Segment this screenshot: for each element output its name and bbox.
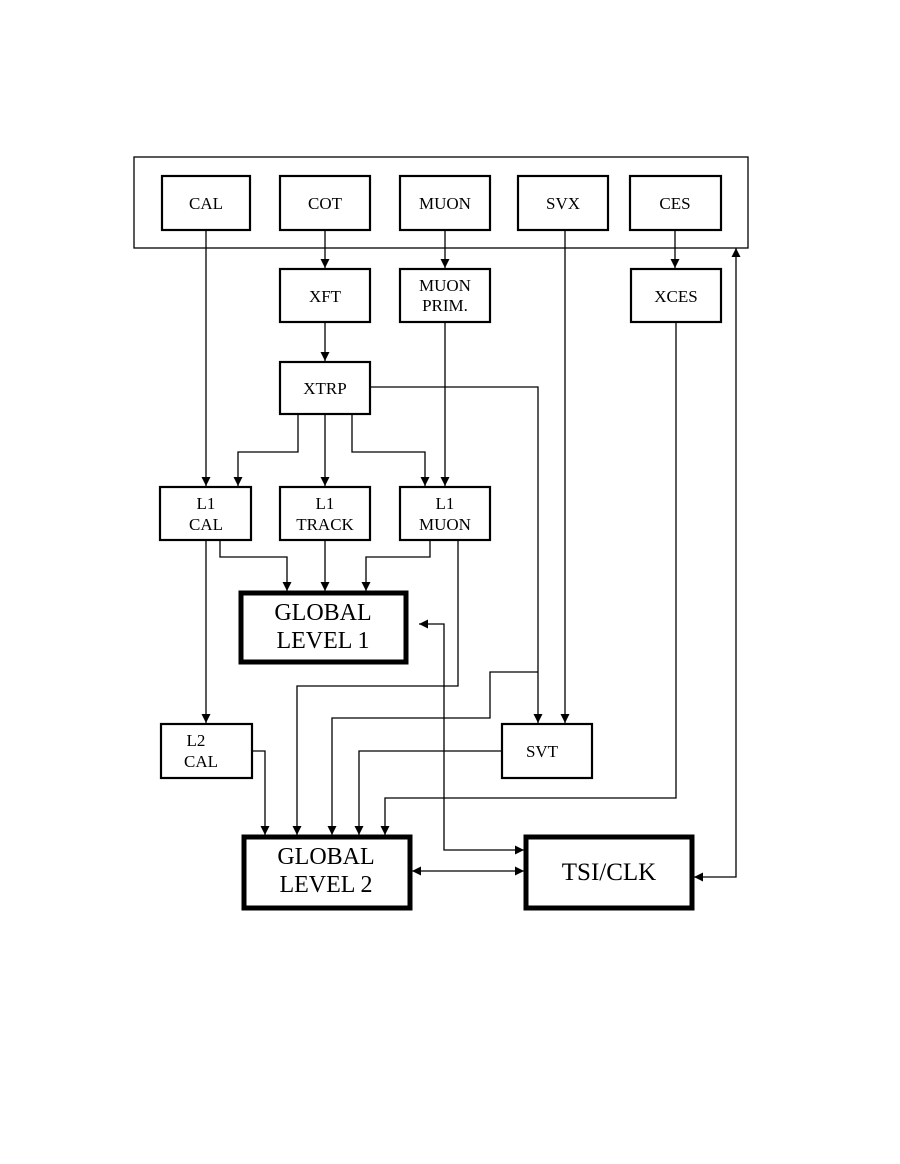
arrow-l1muon-to-gl2 (292, 540, 459, 835)
l1-track-line2: TRACK (296, 515, 354, 534)
arrow-svt-to-gl2 (354, 750, 502, 835)
xces-box: XCES (629, 267, 723, 324)
l2-cal-box: L2 CAL (159, 722, 254, 780)
global-level-2-line1: GLOBAL (277, 844, 374, 870)
tsi-clk-label: TSI/CLK (562, 859, 656, 886)
global-level-2-box: GLOBAL LEVEL 2 (241, 834, 413, 911)
global-level-2-line2: LEVEL 2 (279, 872, 372, 898)
arrow-xces-to-gl2 (380, 322, 677, 835)
detector-muon-box: MUON (398, 174, 492, 232)
xft-label: XFT (309, 287, 342, 306)
arrow-l1cal-to-gl1 (219, 540, 292, 591)
muon-prim-box: MUON PRIM. (398, 267, 492, 324)
arrow-detectors-tsiclk (694, 248, 741, 882)
l1-muon-box: L1 MUON (398, 485, 492, 542)
arrow-l2cal-to-gl2 (252, 750, 270, 835)
l1-muon-line1: L1 (436, 494, 455, 513)
connections (201, 230, 741, 882)
l1-muon-line2: MUON (419, 515, 471, 534)
svt-label: SVT (526, 742, 559, 761)
l1-track-line1: L1 (316, 494, 335, 513)
xft-box: XFT (278, 267, 372, 324)
detector-muon-label: MUON (419, 194, 471, 213)
l1-cal-line1: L1 (197, 494, 216, 513)
l1-cal-line2: CAL (189, 515, 223, 534)
detector-svx-label: SVX (546, 194, 580, 213)
detector-ces-box: CES (628, 174, 723, 232)
arrow-l1muon-to-gl1 (361, 540, 431, 591)
muon-prim-line2: PRIM. (422, 296, 468, 315)
l2-cal-line2: CAL (184, 752, 218, 771)
global-level-1-line2: LEVEL 1 (276, 628, 369, 654)
global-level-1-box: GLOBAL LEVEL 1 (238, 590, 409, 665)
detector-cot-label: COT (308, 194, 343, 213)
arrow-xtrp-to-l1muon (351, 414, 430, 486)
muon-prim-line1: MUON (419, 276, 471, 295)
detector-cal-label: CAL (189, 194, 223, 213)
l1-cal-box: L1 CAL (158, 485, 253, 542)
detector-ces-label: CES (659, 194, 690, 213)
arrow-xtrp-to-svt (370, 386, 543, 723)
tsi-clk-box: TSI/CLK (523, 834, 695, 911)
arrow-xtrp-to-l1cal (233, 414, 299, 486)
detector-svx-box: SVX (516, 174, 610, 232)
l2-cal-line1: L2 (187, 731, 206, 750)
xtrp-box: XTRP (278, 360, 372, 416)
l1-track-box: L1 TRACK (278, 485, 372, 542)
detector-frame (133, 156, 749, 249)
xtrp-label: XTRP (303, 379, 346, 398)
detector-cot-box: COT (278, 174, 372, 232)
detector-cal-box: CAL (160, 174, 252, 232)
xces-label: XCES (654, 287, 697, 306)
global-level-1-line1: GLOBAL (274, 600, 371, 626)
svt-box: SVT (500, 722, 594, 780)
arrow-gl1-tsiclk (419, 619, 524, 855)
